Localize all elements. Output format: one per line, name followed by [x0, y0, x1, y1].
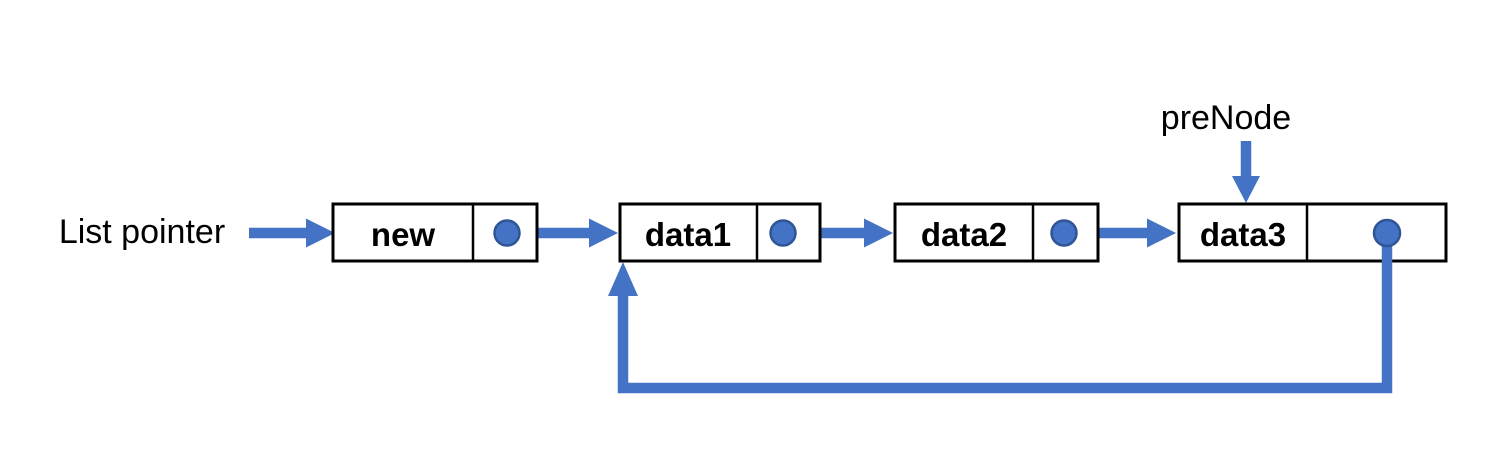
arrow-head-icon	[864, 218, 893, 248]
pointer-dot-data3	[1372, 218, 1402, 248]
arrow-head-icon	[608, 262, 638, 296]
node-box	[1177, 202, 1448, 263]
arrow-prenode-to-data3	[1232, 141, 1260, 203]
pointer-dot-new	[493, 219, 521, 247]
node-new	[331, 202, 539, 263]
pointer-dot-data2	[1050, 219, 1078, 247]
node-label-new: new	[371, 216, 436, 253]
node-label-data3: data3	[1200, 216, 1286, 253]
arrow-head-icon	[306, 218, 335, 248]
prenode-label: preNode	[1161, 99, 1291, 137]
arrow-head-icon	[1232, 176, 1260, 203]
arrow-data3-loop-to-data1	[608, 236, 1393, 394]
arrow-head-icon	[1147, 218, 1176, 248]
node-data3	[1177, 202, 1448, 263]
node-label-data1: data1	[645, 216, 731, 253]
arrow-head-icon	[589, 218, 618, 248]
list-pointer-label: List pointer	[59, 213, 225, 251]
node-label-data2: data2	[921, 216, 1007, 253]
loop-path	[617, 236, 1393, 394]
arrow-listpointer-to-new	[249, 218, 335, 248]
pointer-dot-data1	[769, 219, 797, 247]
